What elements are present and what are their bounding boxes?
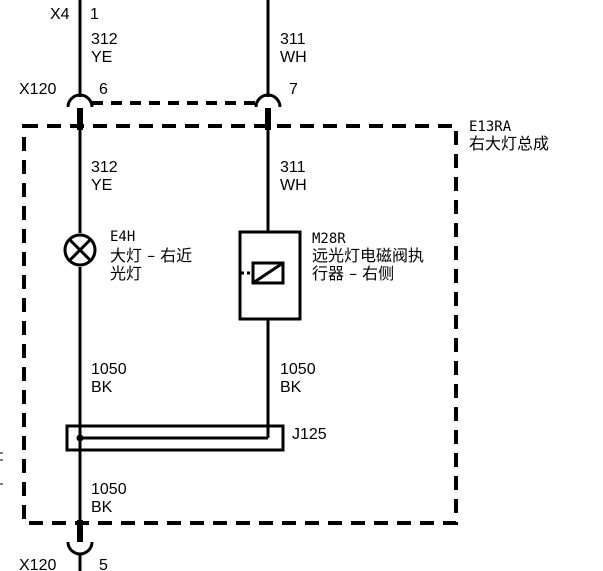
wire-right-lower-color: BK bbox=[280, 379, 302, 396]
wire-left-inner-circuit: 312 bbox=[91, 159, 118, 176]
wire-right-inner-circuit: 311 bbox=[280, 159, 306, 176]
connector-x4-pin: 1 bbox=[90, 6, 99, 23]
solenoid-m28r-icon bbox=[238, 230, 302, 321]
solenoid-name-line2: 行器 – 右侧 bbox=[312, 264, 394, 283]
wire-left-inner-color: YE bbox=[91, 177, 112, 194]
connector-x4-label: X4 bbox=[50, 6, 70, 23]
wire-bottom-circuit: 1050 bbox=[91, 481, 127, 498]
connector-x120-bottom-label: X120 bbox=[19, 557, 56, 571]
solenoid-code: M28R bbox=[312, 231, 346, 247]
connector-x120-pin5: 5 bbox=[99, 557, 108, 571]
wire-left-top-color: YE bbox=[91, 49, 112, 66]
lamp-name-line1: 大灯 – 右近 bbox=[110, 246, 192, 265]
wire-right-top-circuit: 311 bbox=[280, 31, 306, 48]
wire-bottom-color: BK bbox=[91, 499, 113, 516]
lamp-e4h-icon bbox=[63, 233, 97, 267]
connector-x120-label: X120 bbox=[19, 81, 56, 98]
connector-x120-pin6: 6 bbox=[99, 81, 108, 98]
wire-right-lower-circuit: 1050 bbox=[280, 361, 316, 378]
x120-pin7-connector bbox=[254, 93, 282, 108]
x120-pin5-connector bbox=[66, 541, 94, 556]
wire-left-lower-color: BK bbox=[91, 379, 113, 396]
wire-right-top-color: WH bbox=[280, 49, 307, 66]
assembly-code: E13RA bbox=[469, 119, 512, 135]
lamp-name-line2: 光灯 bbox=[110, 264, 142, 283]
x120-pin6-connector bbox=[66, 93, 94, 108]
assembly-name: 右大灯总成 bbox=[469, 134, 549, 153]
splice-code: J125 bbox=[292, 426, 327, 443]
connector-x120-pin7: 7 bbox=[289, 81, 298, 98]
splice-j125 bbox=[65, 424, 285, 452]
wire-left-lower-circuit: 1050 bbox=[91, 361, 127, 378]
wire-left-top-circuit: 312 bbox=[91, 31, 118, 48]
assembly-boundary bbox=[22, 124, 458, 525]
x120-pin7-terminal bbox=[265, 108, 271, 130]
solenoid-name-line1: 远光灯电磁阀执 bbox=[312, 246, 424, 265]
x120-pin5-terminal bbox=[77, 520, 83, 542]
wire-right-inner-color: WH bbox=[280, 177, 307, 194]
x120-pin6-terminal bbox=[77, 108, 83, 130]
lamp-code: E4H bbox=[110, 229, 135, 245]
